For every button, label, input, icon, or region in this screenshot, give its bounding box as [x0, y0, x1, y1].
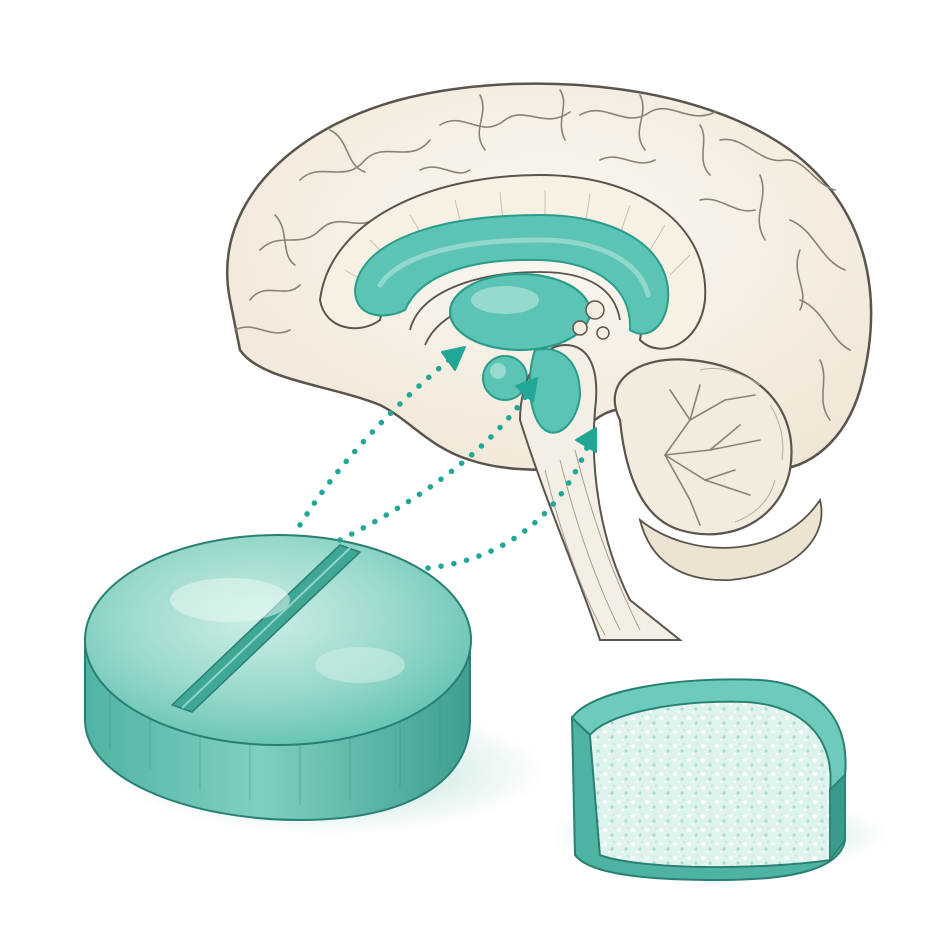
- arrows: [297, 352, 593, 571]
- midbrain-nuclei: [572, 300, 610, 340]
- arrow-to-brainstem: [425, 437, 593, 571]
- arrowheads: [441, 346, 597, 453]
- arrow-to-thalamus: [297, 352, 458, 528]
- arrowhead-hypothalamus: [515, 377, 538, 403]
- thalamus: [448, 272, 592, 352]
- tablet-cross-section: [570, 678, 847, 882]
- hypothalamus: [482, 355, 528, 401]
- arrow-to-hypothalamus: [337, 387, 533, 543]
- arrowhead-thalamus: [441, 346, 466, 371]
- split-tablet: [84, 534, 472, 822]
- brainstem: [518, 343, 683, 642]
- cerebellum: [613, 358, 823, 581]
- arrowhead-brainstem: [575, 427, 597, 453]
- lateral-ventricle: [353, 213, 670, 335]
